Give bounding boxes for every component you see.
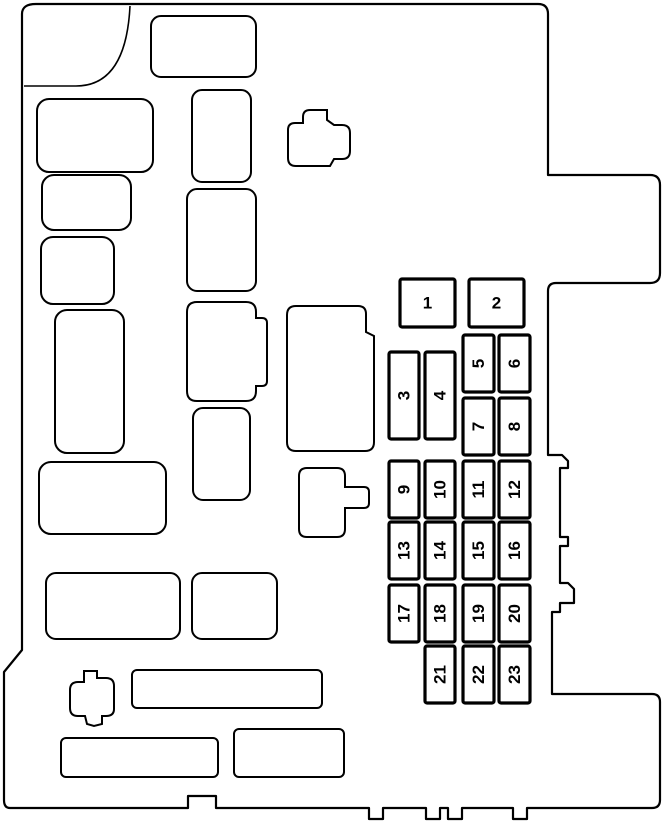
connector-small: [298, 467, 370, 538]
fuse-9-outline: [387, 459, 421, 520]
fuse-18-label: 18: [431, 604, 450, 623]
fuse-6-label: 6: [505, 359, 524, 368]
fuse-3-label: 3: [395, 391, 414, 400]
fuse-22-outline: [461, 644, 496, 705]
fuse-21-outline: [423, 644, 457, 705]
fuse-18: 18: [423, 583, 457, 644]
fuse-21: 21: [423, 644, 457, 705]
relay-left-wide: [38, 461, 167, 535]
fuse-15-label: 15: [469, 541, 488, 560]
fuse-4-outline: [423, 350, 457, 441]
relay-left-1: [36, 98, 154, 173]
fuse-4: 4: [423, 350, 457, 441]
fuse-16-outline: [497, 520, 532, 581]
fuse-23: 23: [497, 644, 532, 705]
fuse-3: 3: [387, 350, 421, 441]
fuse-9: 9: [387, 459, 421, 520]
fuse-11-outline: [461, 459, 496, 520]
fuse-13: 13: [387, 520, 421, 581]
relay-left-2: [41, 174, 132, 231]
relay-center-4: [192, 407, 251, 501]
fuse-14-outline: [423, 520, 457, 581]
fuse-19-outline: [461, 583, 496, 644]
fuse-3-outline: [387, 350, 421, 441]
corner-panel: [24, 5, 131, 87]
fuse-2: 2: [467, 277, 526, 329]
relay-center-3: [186, 301, 268, 402]
relay-strip-bottom-2: [233, 728, 345, 778]
relay-left-3: [40, 236, 115, 305]
fuse-5-label: 5: [469, 359, 488, 368]
fuse-12-label: 12: [505, 480, 524, 499]
fuse-17-outline: [387, 583, 421, 644]
relay-top-center: [150, 15, 257, 78]
fuse-14: 14: [423, 520, 457, 581]
fuse-1: 1: [398, 277, 457, 329]
fuse-17: 17: [387, 583, 421, 644]
fuse-9-label: 9: [395, 485, 414, 494]
fuse-20-outline: [497, 583, 532, 644]
relay-left-tall: [54, 309, 125, 454]
relay-strip-bottom-1: [60, 737, 219, 778]
connector-bottom-left: [69, 670, 115, 728]
fuse-8-label: 8: [505, 422, 524, 431]
fuse-16-label: 16: [505, 541, 524, 560]
fuse-7-outline: [461, 396, 496, 457]
fuse-19: 19: [461, 583, 496, 644]
fuse-1-outline: [398, 277, 457, 329]
fuse-19-label: 19: [469, 604, 488, 623]
fuse-15-outline: [461, 520, 496, 581]
fuse-16: 16: [497, 520, 532, 581]
fuse-22: 22: [461, 644, 496, 705]
fuse-10-label: 10: [431, 480, 450, 499]
fuse-10: 10: [423, 459, 457, 520]
relay-bottom-1: [45, 572, 181, 640]
fuse-5: 5: [461, 333, 496, 394]
fuse-6-outline: [497, 333, 532, 394]
fuse-5-outline: [461, 333, 496, 394]
fuse-13-label: 13: [395, 541, 414, 560]
fuse-1-label: 1: [423, 294, 432, 313]
fuse-21-label: 21: [431, 665, 450, 684]
fuse-23-outline: [497, 644, 532, 705]
fuse-14-label: 14: [431, 541, 450, 560]
fuse-11-label: 11: [469, 481, 488, 499]
connector-top: [287, 109, 351, 167]
fuse-13-outline: [387, 520, 421, 581]
fuse-20-label: 20: [505, 604, 524, 623]
fuse-2-outline: [467, 277, 526, 329]
fuse-10-outline: [423, 459, 457, 520]
fuse-20: 20: [497, 583, 532, 644]
relay-strip-long: [131, 669, 323, 709]
relay-center-2: [186, 188, 257, 292]
fuse-12: 12: [497, 459, 532, 520]
fuse-7-label: 7: [469, 422, 488, 431]
fuse-12-outline: [497, 459, 532, 520]
fuse-17-label: 17: [395, 604, 414, 623]
fuse-15: 15: [461, 520, 496, 581]
fuse-11: 11: [461, 459, 496, 520]
relay-bottom-2: [191, 572, 278, 640]
fuse-2-label: 2: [492, 294, 501, 313]
connector-large: [286, 305, 375, 452]
fuse-23-label: 23: [505, 665, 524, 684]
fuse-8: 8: [497, 396, 532, 457]
fuse-22-label: 22: [469, 665, 488, 684]
fuse-6: 6: [497, 333, 532, 394]
relay-center-1: [191, 89, 252, 183]
fuse-8-outline: [497, 396, 532, 457]
fuse-18-outline: [423, 583, 457, 644]
fuse-7: 7: [461, 396, 496, 457]
fuse-4-label: 4: [431, 390, 450, 400]
